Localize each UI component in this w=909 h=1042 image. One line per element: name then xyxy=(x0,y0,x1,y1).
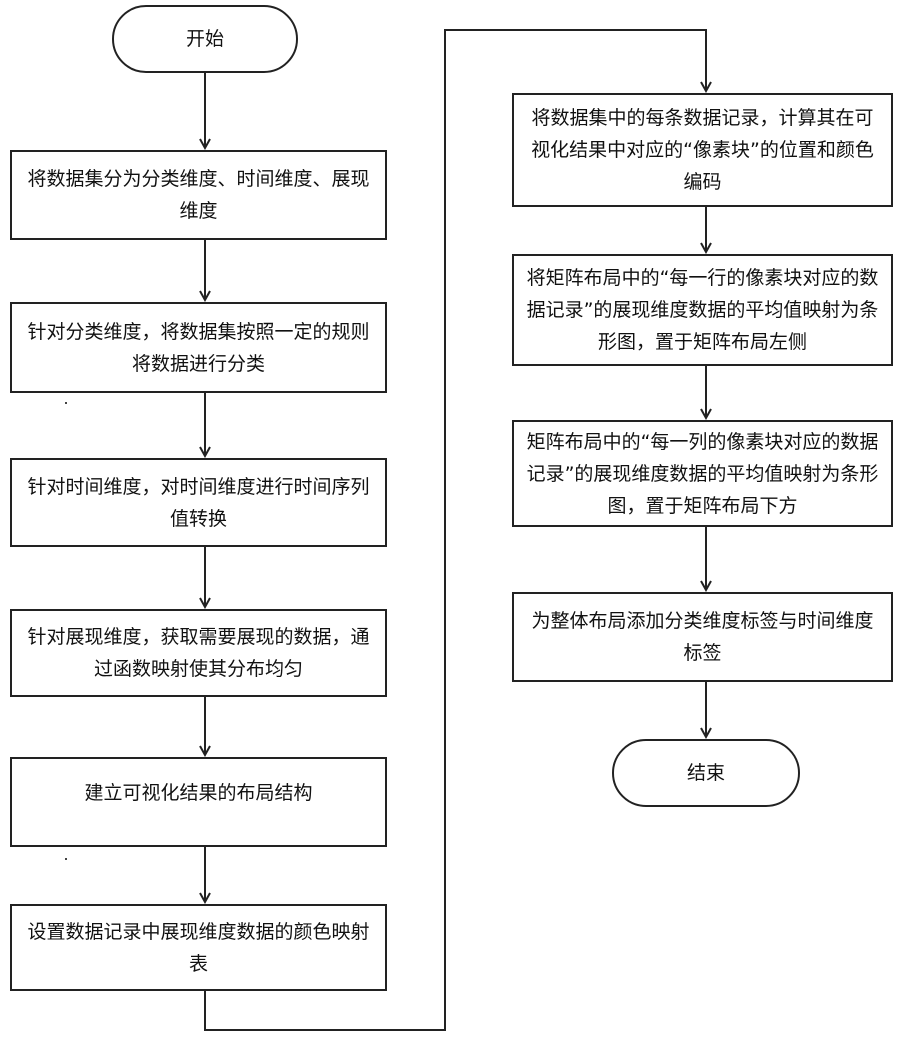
step-9-text: 矩阵布局中的“每一列的像素块对应的数据记录”的展现维度数据的平均值映射为条形图，… xyxy=(524,426,881,522)
step-2-box: 针对分类维度，将数据集按照一定的规则将数据进行分类 xyxy=(10,302,387,393)
step-3-box: 针对时间维度，对时间维度进行时间序列值转换 xyxy=(10,458,387,547)
step-10-box: 为整体布局添加分类维度标签与时间维度标签 xyxy=(512,592,893,682)
step-6-box: 设置数据记录中展现维度数据的颜色映射表 xyxy=(10,904,387,991)
step-9-box: 矩阵布局中的“每一列的像素块对应的数据记录”的展现维度数据的平均值映射为条形图，… xyxy=(512,420,893,527)
step-5-box: 建立可视化结果的布局结构 xyxy=(10,757,387,847)
step-7-text: 将数据集中的每条数据记录，计算其在可视化结果中对应的“像素块”的位置和颜色编码 xyxy=(524,102,881,198)
step-8-text: 将矩阵布局中的“每一行的像素块对应的数据记录”的展现维度数据的平均值映射为条形图… xyxy=(524,262,881,358)
end-label: 结束 xyxy=(687,757,725,789)
step-10-text: 为整体布局添加分类维度标签与时间维度标签 xyxy=(524,605,881,669)
scan-speck xyxy=(65,402,67,404)
step-1-text: 将数据集分为分类维度、时间维度、展现维度 xyxy=(22,163,375,227)
step-4-box: 针对展现维度，获取需要展现的数据，通过函数映射使其分布均匀 xyxy=(10,609,387,697)
scan-speck xyxy=(65,858,67,860)
step-5-text: 建立可视化结果的布局结构 xyxy=(84,777,312,809)
step-3-text: 针对时间维度，对时间维度进行时间序列值转换 xyxy=(22,471,375,535)
step-1-box: 将数据集分为分类维度、时间维度、展现维度 xyxy=(10,150,387,240)
step-7-box: 将数据集中的每条数据记录，计算其在可视化结果中对应的“像素块”的位置和颜色编码 xyxy=(512,93,893,207)
step-2-text: 针对分类维度，将数据集按照一定的规则将数据进行分类 xyxy=(22,316,375,380)
start-label: 开始 xyxy=(186,23,224,55)
end-terminal: 结束 xyxy=(612,739,800,807)
step-4-text: 针对展现维度，获取需要展现的数据，通过函数映射使其分布均匀 xyxy=(22,621,375,685)
start-terminal: 开始 xyxy=(112,5,298,73)
step-6-text: 设置数据记录中展现维度数据的颜色映射表 xyxy=(22,916,375,980)
step-8-box: 将矩阵布局中的“每一行的像素块对应的数据记录”的展现维度数据的平均值映射为条形图… xyxy=(512,254,893,366)
